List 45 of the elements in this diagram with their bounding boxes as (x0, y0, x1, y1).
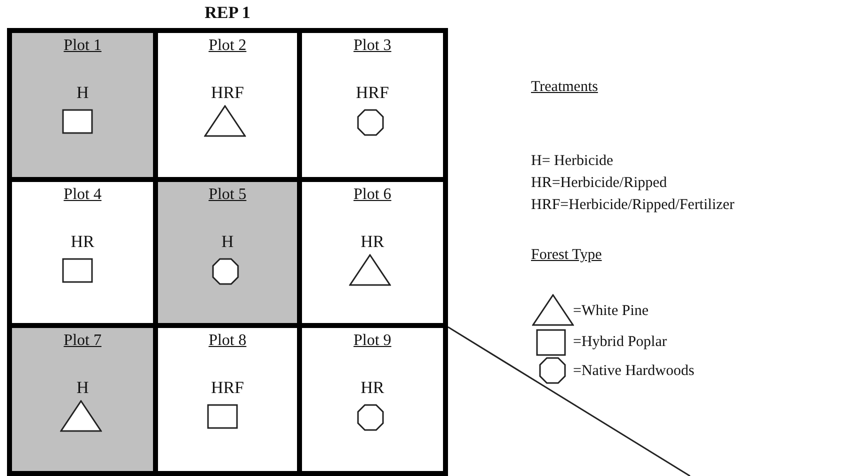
plot-cell (302, 33, 443, 176)
plot-cell (158, 33, 297, 176)
treatment-code: HRF (210, 378, 244, 398)
legend-text: HRF=Herbicide/Ripped/Fertilizer (531, 196, 734, 214)
legend-text: =White Pine (573, 302, 649, 320)
grid-title: REP 1 (204, 3, 252, 23)
plot-name: Plot 8 (208, 332, 246, 348)
legend-text: H= Herbicide (531, 152, 614, 170)
triangle-icon (204, 105, 246, 137)
plot-cell (158, 182, 297, 322)
treatment-code: HR (360, 378, 384, 398)
legend-text: =Native Hardwoods (573, 362, 694, 380)
octagon-icon (356, 109, 384, 136)
plot-cell (12, 33, 154, 176)
plot-name: Plot 2 (208, 37, 246, 54)
octagon-icon (356, 404, 384, 430)
plot-name: Plot 4 (64, 186, 102, 202)
treatment-code: HR (360, 232, 384, 252)
treatment-code: HRF (356, 83, 389, 103)
triangle-icon (60, 400, 102, 432)
triangle-icon (349, 254, 392, 286)
plot-name: Plot 1 (64, 37, 102, 54)
square-icon (206, 404, 238, 428)
octagon-icon (212, 258, 239, 284)
plot-name: Plot 7 (64, 332, 102, 348)
plot-name: Plot 6 (354, 186, 392, 202)
square-icon (62, 109, 94, 134)
plot-name: Plot 9 (354, 332, 392, 348)
legend-text: =Hybrid Poplar (573, 333, 667, 351)
plot-cell (12, 182, 154, 322)
treatment-code: H (221, 232, 234, 252)
treatment-code: H (76, 83, 89, 103)
treatment-code: HR (70, 232, 94, 252)
section-heading: Forest Type (531, 246, 602, 264)
legend-text: HR=Herbicide/Ripped (531, 174, 667, 192)
treatment-code: HRF (210, 83, 244, 103)
plot-cell (302, 328, 443, 471)
section-heading: Treatments (531, 78, 598, 96)
plot-name: Plot 5 (208, 186, 246, 202)
plot-name: Plot 3 (354, 37, 392, 54)
plot-cell (12, 328, 154, 471)
treatment-code: H (76, 378, 89, 398)
plot-cell (158, 328, 297, 471)
plot-cell (302, 182, 443, 322)
square-icon (62, 258, 94, 282)
